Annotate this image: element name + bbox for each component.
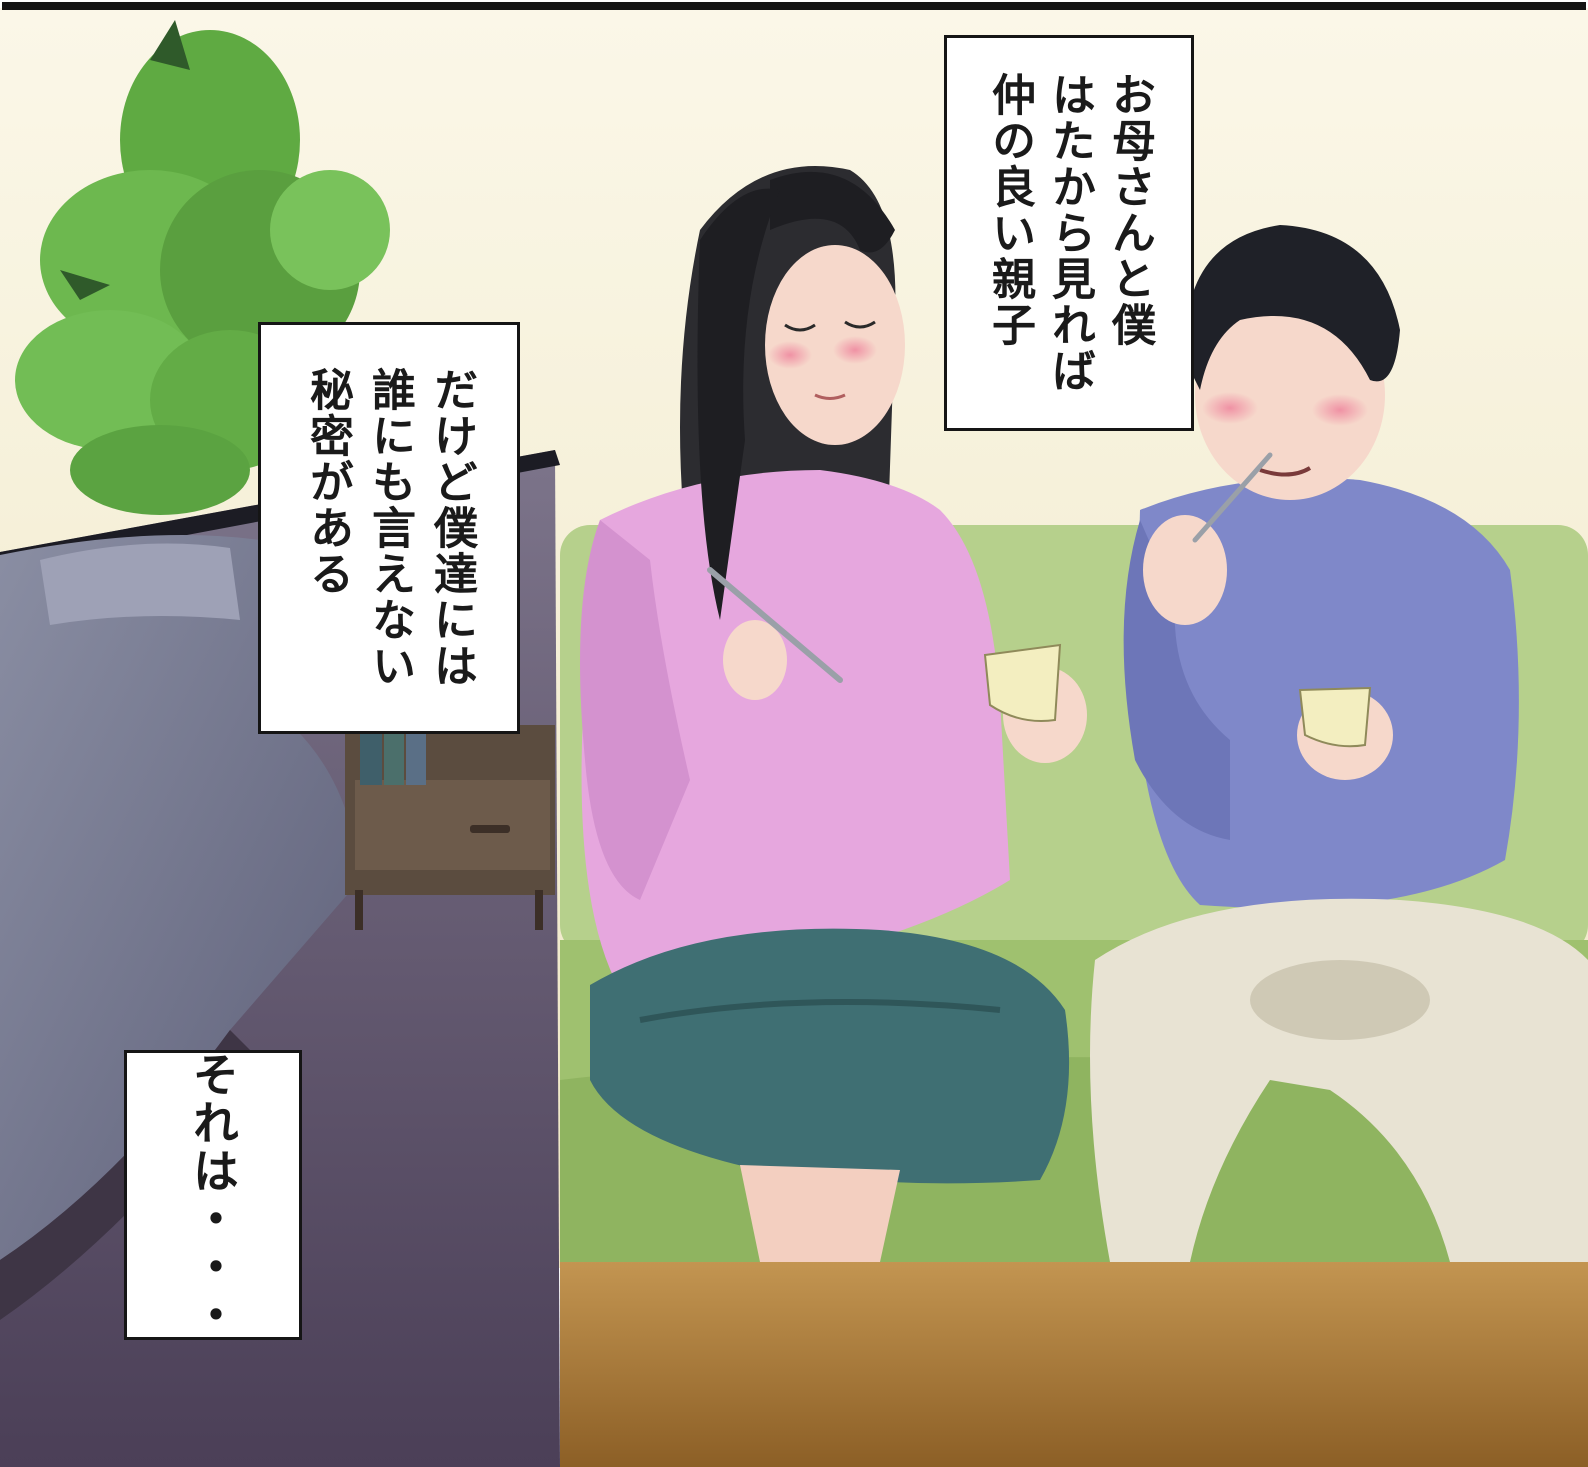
caption-top-right: お母さんと僕 はたから見れば 仲の良い親子 [944,35,1194,431]
caption-bottom-left: それは・・・ [124,1050,302,1340]
caption-bottom-left-text: それは・・・ [186,1051,240,1339]
plant [15,20,390,515]
son [1090,225,1588,1262]
caption-middle-left: だけど僕達には 誰にも言えない 秘密がある [258,322,520,734]
coffee-table [560,1262,1588,1467]
mother [580,166,1087,1262]
caption-middle-left-text: だけど僕達には 誰にも言えない 秘密がある [302,367,477,689]
caption-top-right-text: お母さんと僕 はたから見れば 仲の良い親子 [984,72,1155,394]
